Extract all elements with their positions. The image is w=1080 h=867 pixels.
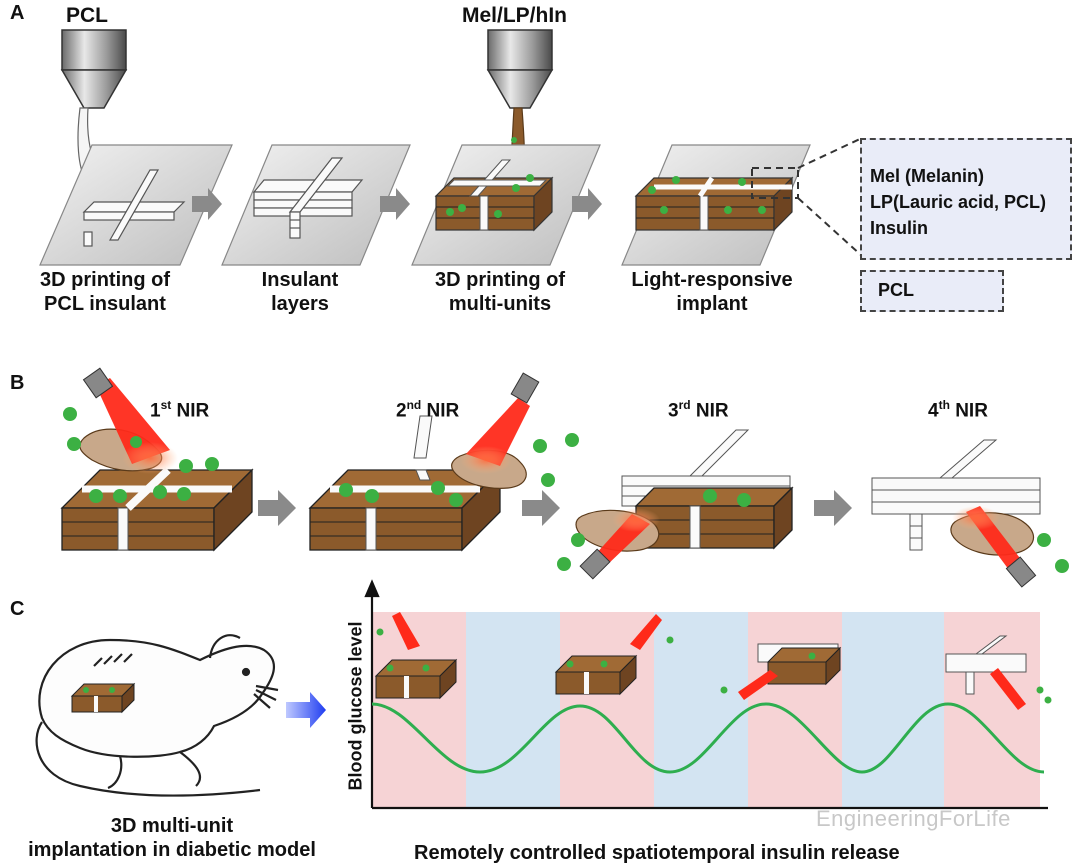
process-arrows-a [192,188,602,220]
multi-unit-block-a3 [434,159,554,232]
chart-bands [372,612,1040,808]
chart-implant-1 [374,612,458,700]
chart-implant-2 [554,614,674,696]
nozzle-pcl-label: PCL [66,4,108,27]
mouse-implant [70,682,136,714]
nir-stage-3 [557,429,794,580]
panel-c-letter: C [10,598,25,620]
legend-lp: LP(Lauric acid, PCL) [870,192,1047,212]
nir-label-2: 2nd NIR [396,398,460,422]
legend-pcl: PCL [878,280,914,300]
pcl-cross-layers [252,157,364,239]
pcl-cross-single [82,169,186,247]
nozzle-mel-label: Mel/LP/hIn [462,4,567,27]
chart-implant-4 [945,635,1052,710]
legend-melanin: Mel (Melanin) [870,166,985,186]
legend-insulin: Insulin [870,218,928,238]
panel-a-letter: A [10,2,25,24]
watermark: EngineeringForLife [816,806,1011,831]
nir-stage-4 [871,439,1069,588]
chart-xlabel: Remotely controlled spatiotemporal insul… [414,842,900,864]
nir-label-3: 3rd NIR [668,398,729,422]
panel-b-letter: B [10,372,25,394]
chart-implant-3 [720,643,842,700]
nozzle-mel [486,29,554,207]
chart-ylabel: Blood glucose level [345,621,366,791]
nir-label-1: 1st NIR [150,398,210,422]
chart-axes [364,579,1048,810]
legend-box-materials [860,138,1072,260]
mouse-illustration [35,634,279,797]
legend-box-pcl [860,270,1004,312]
nir-label-4: 4th NIR [928,398,988,422]
nozzle-pcl [60,29,128,191]
blue-arrow [286,692,326,728]
nir-stage-1 [60,367,254,552]
implant-block-a4 [634,176,794,232]
process-arrows-b [258,490,852,526]
nir-stage-2 [308,372,579,552]
glucose-curve [371,702,1045,774]
zoom-lines [751,137,863,257]
